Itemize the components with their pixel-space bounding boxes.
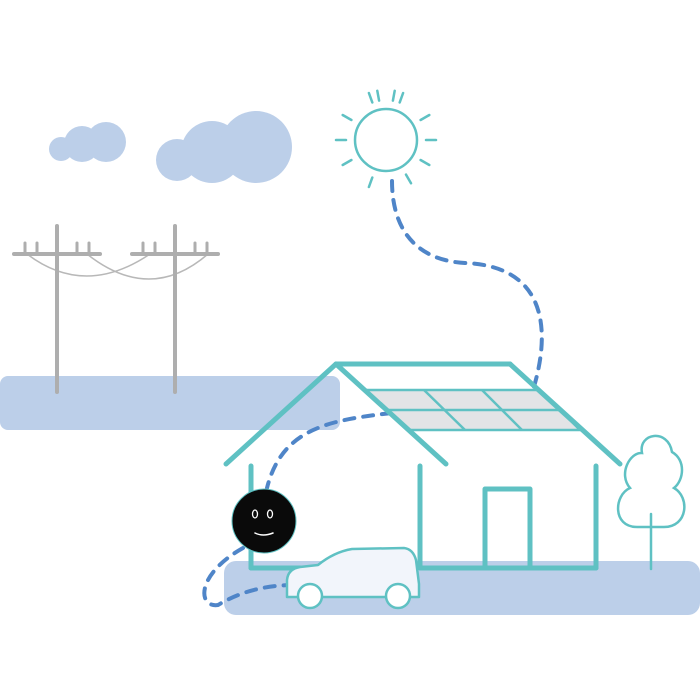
sun-ray xyxy=(404,173,413,185)
ground-left xyxy=(0,376,340,430)
house-door xyxy=(482,486,533,568)
house-walls xyxy=(248,463,599,571)
sun-ray xyxy=(398,91,405,104)
energy-flow-roof-to-battery xyxy=(265,411,394,490)
energy-flow-sun-to-roof xyxy=(390,179,544,392)
cloud-small xyxy=(49,122,126,162)
cloud-large xyxy=(156,111,292,183)
sun-icon xyxy=(334,89,438,189)
sun-ray xyxy=(391,89,396,102)
sun-ray xyxy=(341,113,353,122)
house-roof-slope xyxy=(507,361,623,467)
power-lines xyxy=(12,224,220,394)
tree-icon xyxy=(616,434,686,571)
sun-ray xyxy=(341,158,353,167)
power-pole xyxy=(130,224,220,394)
electric-car-icon xyxy=(285,546,421,610)
energy-flow-battery-to-car xyxy=(202,546,292,608)
sun-ray xyxy=(367,176,374,189)
solar-panel-grid xyxy=(386,389,560,431)
sun-ray xyxy=(419,113,431,122)
power-wire xyxy=(26,253,151,277)
power-wire xyxy=(86,253,209,280)
power-pole xyxy=(12,224,102,394)
sun-ray xyxy=(376,89,381,102)
house xyxy=(223,361,623,571)
battery-smiley-icon xyxy=(231,488,297,554)
sun-ray xyxy=(367,91,374,104)
sun-ray xyxy=(419,158,431,167)
